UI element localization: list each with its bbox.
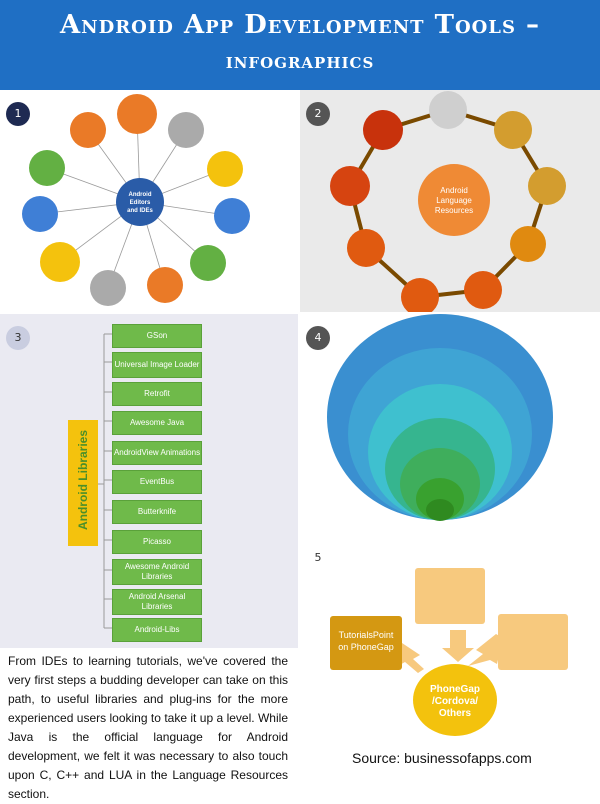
description-block: From IDEs to learning tutorials, we've c… [0,648,298,801]
svg-text:Editors: Editors [130,200,151,206]
panel-number-4: 4 [306,326,330,350]
svg-text:and IDEs: and IDEs [127,208,153,214]
panel-number-5: 5 [314,551,322,564]
libraries-connector-lines [98,333,112,629]
svg-text:/Cordova/: /Cordova/ [432,696,478,707]
library-item: Butterknife [112,500,202,524]
panel-phonegap: 5 PhoneGap /Cordova/ Others TutorialsPoi… [300,538,600,776]
page-title-line2: infographics [225,48,375,74]
library-item: Awesome Java [112,411,202,435]
panel-language-resources: 2 Android Language Resources [300,90,600,312]
library-item: Android-Libs [112,618,202,642]
svg-text:PhoneGap: PhoneGap [430,684,480,695]
header-banner: Android App Development Tools – infograp… [0,0,600,90]
source-credit: Source: businessofapps.com [352,750,532,766]
library-item: Universal Image Loader [112,352,202,378]
ide-wheel-diagram: Android Editors and IDEs [22,94,250,306]
library-item: EventBus [112,470,202,494]
libraries-label: Android Libraries [68,420,98,546]
panel-number-2: 2 [306,102,330,126]
panel-number-3: 3 [6,326,30,350]
library-item: Android Arsenal Libraries [112,589,202,615]
svg-text:Others: Others [439,708,472,719]
svg-text:Android: Android [440,186,468,195]
panel-editors-ides: 1 Android Editors and IDEs [0,90,298,312]
nested-circles-diagram [327,314,553,521]
library-item: Picasso [112,530,202,554]
svg-text:Language: Language [436,196,472,205]
language-ring-diagram: Android Language Resources [330,91,566,312]
svg-text:on PhoneGap: on PhoneGap [338,642,394,652]
description-text: From IDEs to learning tutorials, we've c… [8,654,288,801]
library-item: AndroidView Animations [112,441,202,465]
panel-number-1: 1 [6,102,30,126]
panel-nested-circles: 4 [300,314,600,536]
page-title-line1: Android App Development Tools – [59,10,541,40]
library-item: Retrofit [112,382,202,406]
svg-text:TutorialsPoint: TutorialsPoint [339,630,394,640]
svg-text:Android: Android [129,192,152,198]
svg-text:Resources: Resources [435,206,473,215]
library-item: GSon [112,324,202,348]
phonegap-diagram: PhoneGap /Cordova/ Others TutorialsPoint… [330,568,568,736]
library-item: Awesome Android Libraries [112,559,202,585]
